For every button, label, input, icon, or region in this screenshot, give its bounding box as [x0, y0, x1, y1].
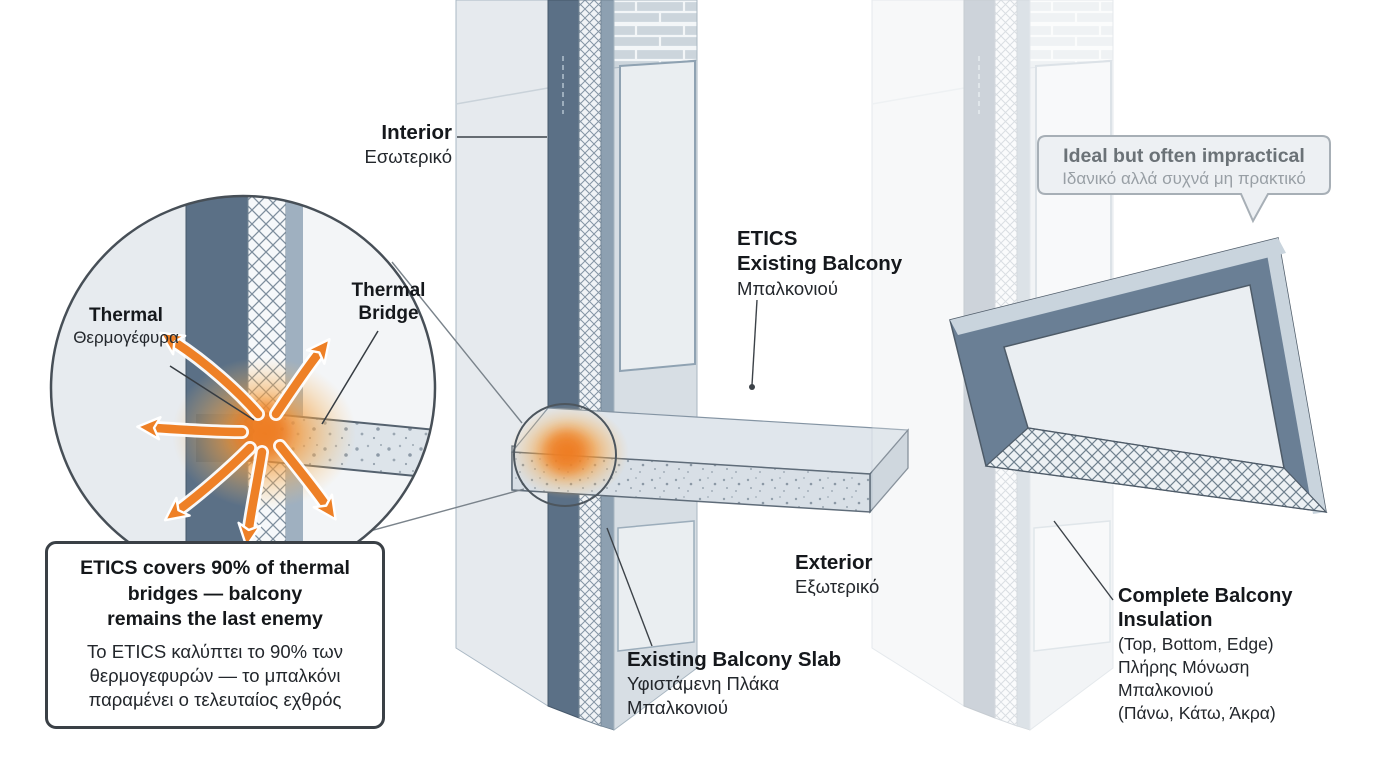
thermal-bridge-hotspot-main: [509, 405, 629, 499]
insulation-label-line3: (Top, Bottom, Edge): [1118, 633, 1274, 654]
insulation-leader-line: [1053, 520, 1114, 601]
slab-label-line3: Μπαλκονιού: [627, 697, 728, 719]
thermal-bridge-label-line1: Thermal: [351, 280, 426, 301]
thermal-label-en: Thermal: [89, 305, 163, 326]
complete-insulation-label: Complete Balcony Insulation (Top, Bottom…: [1118, 584, 1292, 725]
callout-el-line3: παραμένει ο τελευταίος εχθρός: [88, 689, 342, 711]
callout-en-line2: bridges — balcony: [127, 582, 303, 605]
interior-label-en: Interior: [381, 121, 452, 144]
heat-arrow-down-left-icon: [163, 443, 255, 522]
etics-label-line3: Μπαλκονιού: [737, 277, 838, 299]
heat-arrow-left-icon: [136, 416, 247, 441]
lower-opening-panel: [617, 520, 695, 652]
callout-en-line3: remains the last enemy: [107, 608, 323, 631]
heat-arrow-down-right-icon: [275, 441, 337, 521]
ideal-bubble-text: Ideal but often impractical Ιδανικό αλλά…: [1040, 144, 1328, 191]
insulation-label-line4: Πλήρης Μόνωση: [1118, 656, 1250, 677]
ideal-bubble-el: Ιδανικό αλλά συχνά μη πρακτικό: [1062, 169, 1306, 189]
insulated-balcony-frame: [949, 237, 1328, 514]
thermal-bridge-label-line2: Bridge: [358, 303, 419, 325]
slab-label-line2: Υφιστάμενη Πλάκα: [627, 673, 780, 695]
wall-interior-face: [455, 0, 549, 707]
heat-arrow-up-left-icon: [159, 331, 263, 419]
masonry-blocks: [613, 0, 698, 69]
etics-leader-line: [751, 299, 758, 386]
exterior-label-en: Exterior: [795, 551, 873, 574]
thermal-bridge-label: Thermal Bridge: [341, 279, 436, 325]
heat-arrow-up-right-icon: [271, 338, 331, 419]
callout-el-line1: Το ETICS καλύπτει το 90% των: [87, 641, 343, 663]
exterior-label-el: Εξωτερικό: [795, 576, 880, 598]
etics-callout-box: ETICS covers 90% of thermal bridges — ba…: [45, 541, 385, 730]
interior-label-el: Εσωτερικό: [364, 146, 452, 168]
wall-core-band: [547, 0, 580, 719]
callout-el-line2: θερμογεφυρών — το μπαλκόνι: [89, 665, 341, 687]
thermal-bridge-detail-lens: [49, 194, 437, 582]
insulation-label-line5: Μπαλκονιού: [1118, 679, 1214, 700]
zoom-indicator-circle: [513, 403, 617, 507]
thermal-glow-core: [546, 432, 586, 472]
insulation-label-line6: (Πάνω, Κάτω, Άκρα): [1118, 703, 1276, 724]
render-band: [600, 0, 615, 731]
lens-interior-region: [51, 196, 186, 580]
callout-en-line1: ETICS covers 90% of thermal: [80, 557, 350, 579]
thermal-label-el: Θερμογέφυρα: [73, 328, 179, 348]
slab-label-line1: Existing Balcony Slab: [627, 648, 842, 671]
bottom-insulation-hatch: [984, 427, 1328, 513]
slab-label: Existing Balcony Slab Υφιστάμενη Πλάκα Μ…: [627, 647, 841, 721]
insulation-label-line1: Complete Balcony: [1118, 585, 1293, 607]
lens-connector-top: [391, 261, 523, 424]
wall-cross-section: [455, 0, 698, 731]
slab-leader-line: [606, 527, 653, 647]
etics-label-line2: Existing Balcony: [737, 252, 903, 276]
thermal-leader-line: [169, 365, 255, 421]
etics-label: ETICS Existing Balcony Μπαλκονιού: [737, 226, 902, 301]
lens-connector-bottom: [369, 488, 525, 532]
etics-insulation-band: [578, 0, 602, 727]
label-leader-lines: [457, 136, 1114, 647]
etics-label-line1: ETICS: [737, 227, 798, 250]
thermal-label: Thermal Θερμογέφυρα: [52, 304, 200, 349]
exterior-label: Exterior Εξωτερικό: [795, 550, 879, 599]
insulation-label-line2: Insulation: [1118, 609, 1213, 632]
wall-face-joint-line: [455, 87, 549, 105]
top-insulation-top-face: [950, 238, 1286, 335]
bridge-leader-line: [321, 330, 379, 425]
etics-leader-dot: [749, 384, 755, 390]
upper-opening-panel: [619, 59, 696, 373]
speech-bubble: [1037, 135, 1331, 224]
heat-arrow-down-icon: [237, 447, 267, 548]
heat-arrows: [136, 331, 337, 548]
ideal-bubble-en: Ideal but often impractical: [1063, 145, 1305, 167]
interior-label: Interior Εσωτερικό: [300, 120, 452, 169]
edge-insulation-top-face: [1265, 238, 1326, 514]
